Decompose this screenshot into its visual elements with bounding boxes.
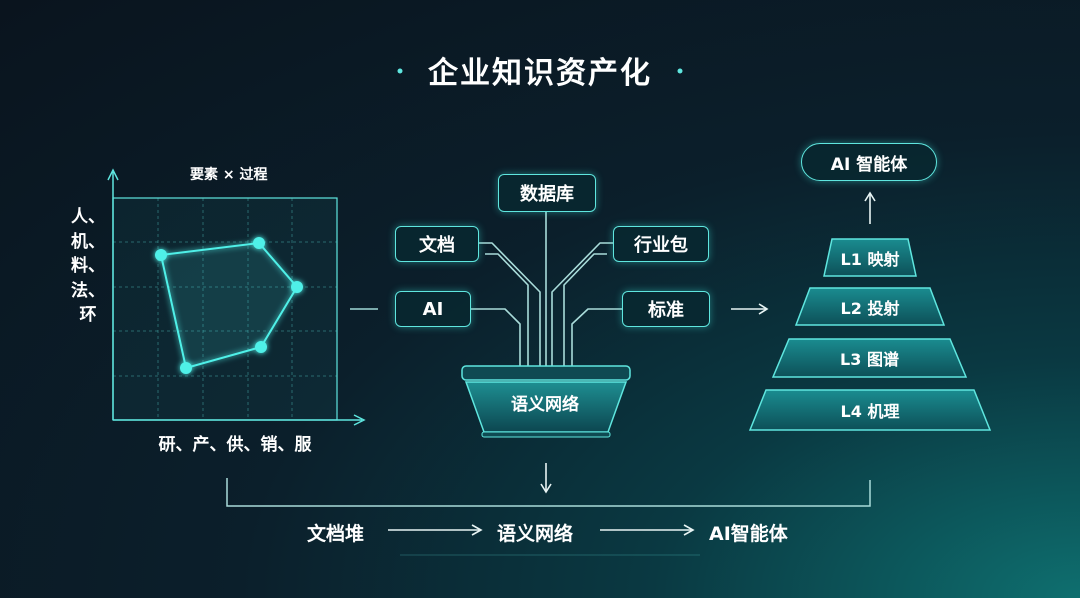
tree-down-arrow bbox=[540, 463, 552, 494]
pyramid-layer-label: L2 投射 bbox=[840, 298, 900, 318]
flow-step-ai-agent: AI智能体 bbox=[709, 523, 788, 545]
pyramid-up-arrow bbox=[864, 191, 876, 224]
grid-polygon bbox=[159, 241, 299, 370]
page-title: 企业知识资产化 bbox=[428, 56, 652, 91]
tree-branches bbox=[471, 212, 622, 372]
bowl-label: 语义网络 bbox=[511, 395, 579, 415]
pyramid-layer-l2 bbox=[794, 287, 946, 326]
pyramid-layer-label: L4 机理 bbox=[840, 402, 900, 421]
tree-to-pyramid-arrow bbox=[731, 303, 769, 315]
flow-arrows bbox=[388, 524, 695, 536]
node-standard: 标准 bbox=[622, 291, 710, 327]
grid-node bbox=[253, 237, 265, 249]
node-industry-package: 行业包 bbox=[613, 226, 709, 262]
bottom-bracket bbox=[226, 478, 871, 507]
node-ai: AI bbox=[395, 291, 471, 327]
grid-node bbox=[255, 341, 267, 353]
pyramid-layer-l4 bbox=[748, 389, 992, 431]
semantic-bowl bbox=[461, 365, 631, 438]
grid-chart bbox=[107, 168, 366, 426]
node-docs: 文档 bbox=[395, 226, 479, 262]
grid-y-label: 人、机、料、法、环 bbox=[71, 207, 105, 325]
pyramid-layer-label: L1 映射 bbox=[840, 249, 900, 269]
pyramid-layer-l1 bbox=[823, 238, 917, 277]
ai-agent-pill: AI 智能体 bbox=[801, 143, 937, 181]
grid-node bbox=[180, 362, 192, 374]
grid-top-label: 要素 × 过程 bbox=[190, 167, 268, 183]
flow-step-docs: 文档堆 bbox=[307, 523, 365, 545]
pyramid-layer-label: L3 图谱 bbox=[840, 350, 899, 369]
pyramid bbox=[748, 238, 992, 431]
grid-node bbox=[291, 281, 303, 293]
grid-x-label: 研、产、供、销、服 bbox=[158, 435, 312, 455]
flow-step-semantic: 语义网络 bbox=[497, 523, 574, 545]
grid-node bbox=[155, 249, 167, 261]
pyramid-layer-l3 bbox=[771, 338, 968, 378]
node-database: 数据库 bbox=[498, 174, 596, 212]
